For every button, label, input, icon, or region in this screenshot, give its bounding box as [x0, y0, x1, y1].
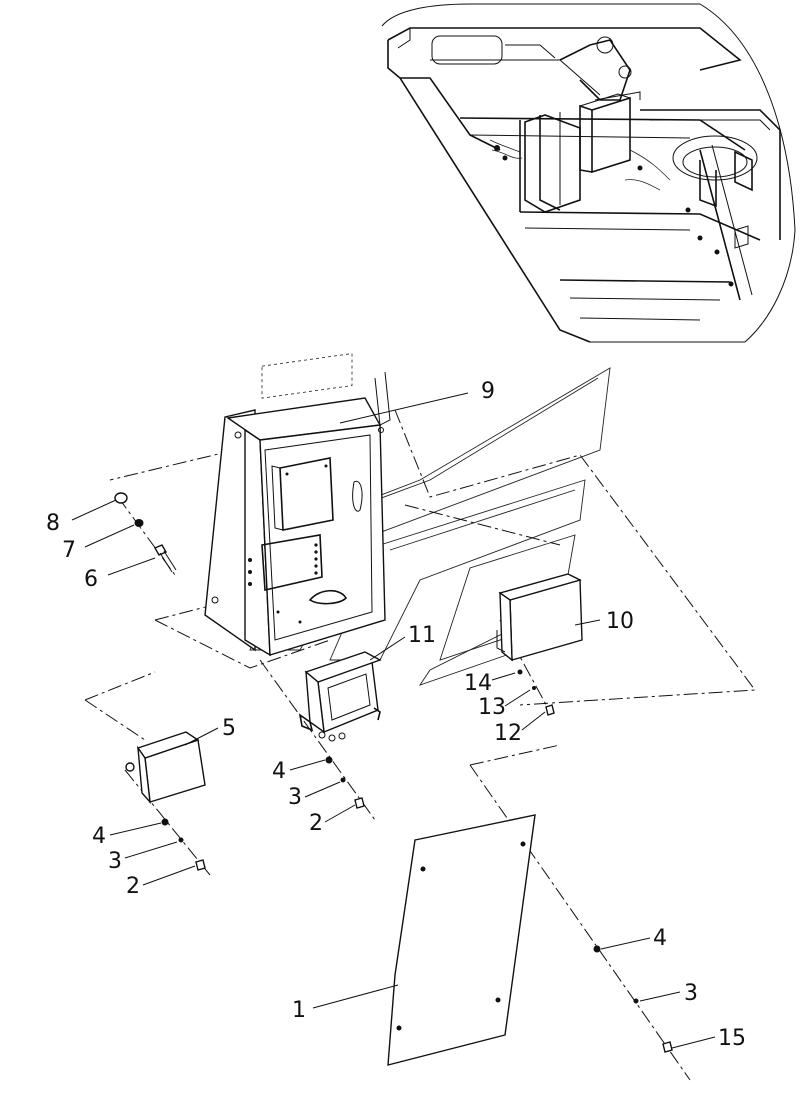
part-10-controller-box — [496, 573, 583, 662]
callout-4b: 4 — [92, 824, 106, 849]
callout-14: 14 — [464, 671, 492, 696]
part-1-cover-plate — [387, 814, 536, 1066]
callout-4a: 4 — [272, 759, 286, 784]
part-9-mounting-bracket — [204, 353, 391, 657]
callout-6: 6 — [84, 567, 98, 592]
callout-7: 7 — [62, 538, 76, 563]
callout-2b: 2 — [126, 874, 140, 899]
callout-labels: 9 8 7 6 10 11 14 13 12 5 4 3 2 4 3 2 1 4… — [46, 379, 746, 1051]
fasteners — [114, 492, 673, 1053]
callout-9: 9 — [481, 379, 495, 404]
part-11-ecu-module — [298, 651, 382, 742]
callout-1: 1 — [292, 998, 306, 1023]
callout-5: 5 — [222, 716, 236, 741]
assembly-boundary-lines — [84, 409, 756, 1081]
chassis-inset-view — [381, 3, 796, 343]
callout-12: 12 — [494, 721, 522, 746]
callout-10: 10 — [606, 609, 634, 634]
callout-3c: 3 — [684, 981, 698, 1006]
callout-13: 13 — [478, 695, 506, 720]
part-5-relay-box — [125, 731, 206, 805]
callout-2a: 2 — [309, 811, 323, 836]
callout-11: 11 — [408, 623, 436, 648]
callout-8: 8 — [46, 511, 60, 536]
callout-3b: 3 — [108, 849, 122, 874]
leader-lines — [71, 392, 716, 1049]
callout-3a: 3 — [288, 785, 302, 810]
callout-4c: 4 — [653, 926, 667, 951]
callout-15: 15 — [718, 1026, 746, 1051]
